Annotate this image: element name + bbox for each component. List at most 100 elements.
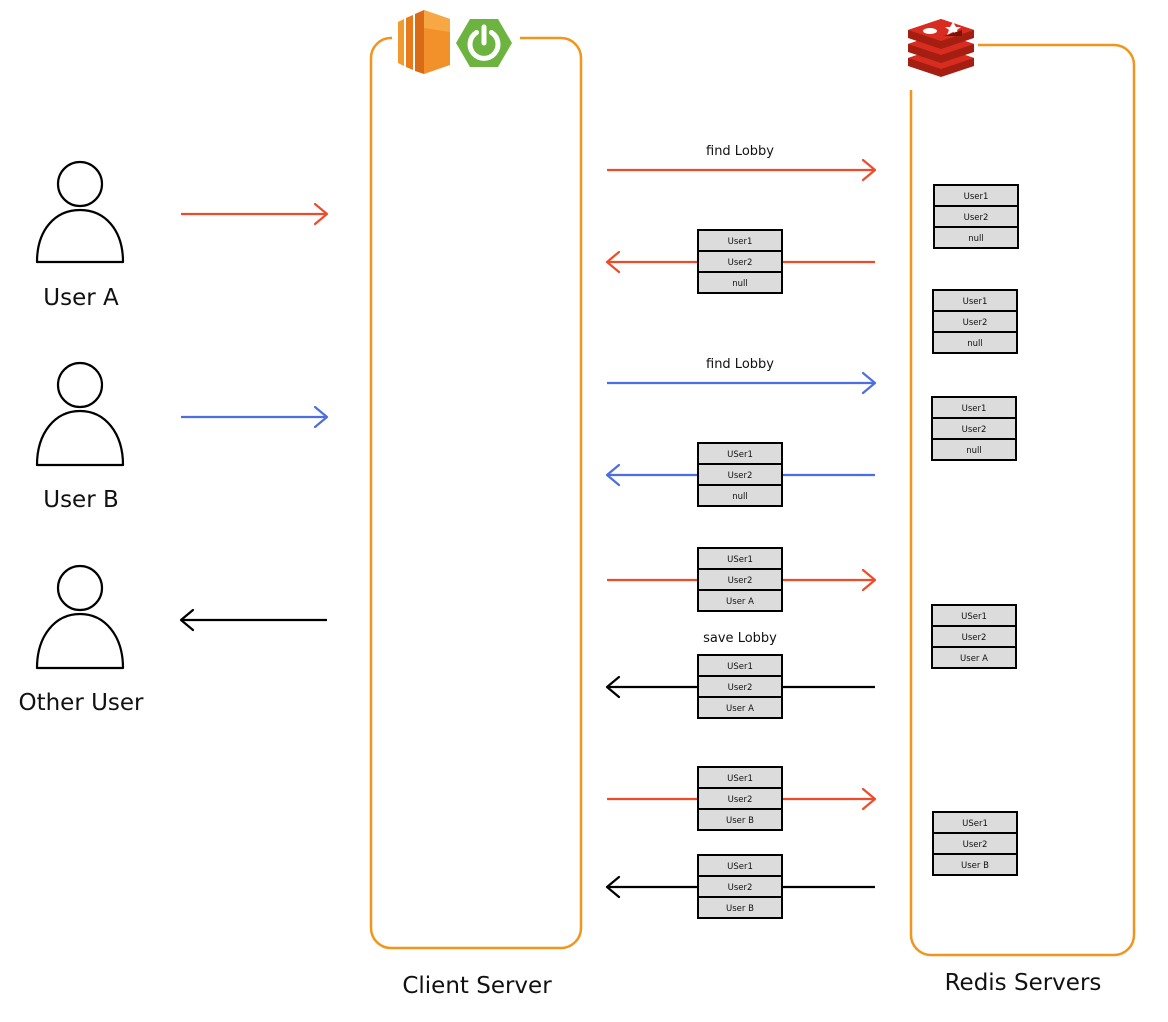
table-cell: User2 <box>697 250 783 273</box>
flow-label: find Lobby <box>706 144 774 159</box>
client-server-label: Client Server <box>402 973 552 999</box>
flow-arrow-to-redis <box>607 158 877 182</box>
table-cell-text: USer1 <box>961 612 987 622</box>
table-cell: User2 <box>931 417 1017 440</box>
redis-records-layer: User1User2nullUser1User2nullUser1User2nu… <box>931 184 1019 876</box>
table-cell: User2 <box>932 310 1018 333</box>
table-cell: User1 <box>697 229 783 252</box>
user-outline-icon <box>35 361 125 467</box>
aws-ec2-icon <box>398 10 450 74</box>
user-b-label: User B <box>43 487 119 513</box>
table-cell-text: User2 <box>728 683 753 693</box>
table-cell-text: User2 <box>964 213 989 223</box>
table-cell: USer1 <box>697 442 783 465</box>
table-cell-text: User2 <box>963 840 988 850</box>
table-cell: User B <box>697 808 783 831</box>
table-cell: USer1 <box>697 766 783 789</box>
table-cell: null <box>697 271 783 294</box>
client-server-box <box>369 36 583 950</box>
table-cell-text: User2 <box>963 318 988 328</box>
table-cell: User2 <box>933 205 1019 228</box>
redis-servers-box <box>909 43 1136 957</box>
table-cell-text: User A <box>726 704 754 714</box>
table-cell-text: null <box>966 446 982 456</box>
table-cell: User2 <box>697 675 783 698</box>
table-cell-text: USer1 <box>727 450 753 460</box>
table-cell-text: USer1 <box>962 819 988 829</box>
table-cell: null <box>697 484 783 507</box>
user-b-request-arrow <box>181 405 329 429</box>
user-a-request-arrow <box>181 202 329 226</box>
table-cell: USer1 <box>697 547 783 570</box>
table-cell: User A <box>931 646 1017 669</box>
table-cell: null <box>931 438 1017 461</box>
table-cell-text: null <box>968 234 984 244</box>
table-cell-text: User B <box>726 816 754 826</box>
table-cell: USer1 <box>697 654 783 677</box>
table-cell: User2 <box>697 875 783 898</box>
table-cell-text: User2 <box>728 795 753 805</box>
user-b-avatar: User B <box>35 361 125 513</box>
table-cell: USer1 <box>931 604 1017 627</box>
table-cell-text: User1 <box>963 297 988 307</box>
flow-label: find Lobby <box>706 357 774 372</box>
flow-1: find Lobby <box>607 144 877 182</box>
table-cell: User A <box>697 696 783 719</box>
table-cell: User2 <box>697 463 783 486</box>
table-cell: User1 <box>933 184 1019 207</box>
redis-servers-label: Redis Servers <box>945 970 1102 996</box>
table-cell-text: null <box>967 339 983 349</box>
table-cell: User B <box>932 853 1018 876</box>
table-cell: null <box>933 226 1019 249</box>
table-cell: User1 <box>932 289 1018 312</box>
user-arrows-layer <box>179 202 329 632</box>
table-cell-text: null <box>732 279 748 289</box>
table-cell-text: User2 <box>962 425 987 435</box>
other-user-label: Other User <box>18 690 144 716</box>
table-cell: USer1 <box>697 854 783 877</box>
table-cell-text: null <box>732 492 748 502</box>
user-a-avatar: User A <box>35 160 125 311</box>
table-cell-text: User1 <box>964 192 989 202</box>
table-cell-text: User2 <box>728 258 753 268</box>
table-cell: User2 <box>697 787 783 810</box>
table-cell-text: USer1 <box>727 555 753 565</box>
table-cell-text: User2 <box>728 471 753 481</box>
user-outline-icon <box>35 564 125 670</box>
other-user-response-arrow <box>179 608 327 632</box>
table-cell-text: User2 <box>728 576 753 586</box>
flow-label: save Lobby <box>703 631 777 646</box>
table-cell-text: User A <box>960 654 988 664</box>
table-cell-text: USer1 <box>727 774 753 784</box>
table-cell: User A <box>697 589 783 612</box>
other-user-avatar: Other User <box>18 564 144 716</box>
table-cell-text: User1 <box>728 237 753 247</box>
table-cell-text: User2 <box>728 883 753 893</box>
table-cell-text: User2 <box>962 633 987 643</box>
table-cell: User2 <box>932 832 1018 855</box>
redis-stack-icon <box>908 19 974 77</box>
table-cell: USer1 <box>932 811 1018 834</box>
table-cell: User B <box>697 896 783 919</box>
table-cell-text: USer1 <box>727 862 753 872</box>
table-cell-text: User B <box>961 861 989 871</box>
table-cell: User2 <box>931 625 1017 648</box>
